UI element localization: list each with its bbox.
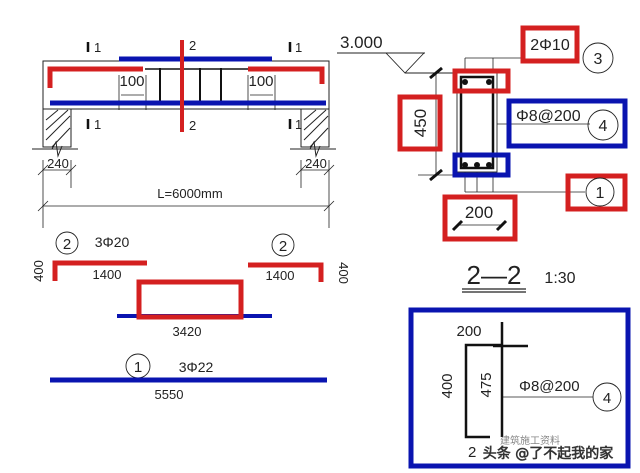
bar2-right-shape	[248, 262, 324, 282]
bar2-id-left: 2	[63, 236, 71, 253]
bar1-id-schedule: 1	[134, 359, 142, 376]
span-dims	[37, 160, 335, 228]
detail-height-inner: 475	[478, 372, 495, 397]
bar4-id: 4	[599, 118, 608, 135]
right-support	[290, 108, 336, 158]
section-title: 2—2	[467, 260, 522, 290]
bar2-marker-right	[271, 233, 295, 257]
beam-elevation: 100 100 1 1 1 1 2 2 240 240 L=6000mm	[32, 38, 336, 228]
right-red-bar	[248, 66, 325, 84]
bar3-marker	[582, 42, 614, 74]
stirrup-shape-bracket	[464, 343, 502, 439]
stirrups	[145, 68, 250, 102]
bar2-right-hook: 400	[336, 262, 351, 284]
left-support	[32, 108, 78, 158]
height-highlight	[397, 94, 443, 152]
detail-width: 200	[456, 323, 481, 340]
cut1-label-tl: 1	[94, 40, 101, 55]
dim-left-support: 100	[119, 73, 144, 90]
bar3420-highlight	[136, 279, 244, 320]
bar2-left-length: 1400	[93, 267, 122, 282]
bar1-spec: 3Φ22	[179, 359, 214, 375]
width-highlight	[442, 194, 518, 242]
stirrup-detail-highlight	[408, 307, 631, 469]
top-bar-label-highlight	[520, 25, 580, 64]
height-dim: 450	[397, 66, 460, 182]
stirrup-label-highlight	[506, 98, 628, 149]
wall-right-dim: 240	[305, 156, 327, 171]
stirrup-spec: Φ8@200	[516, 108, 581, 125]
detail-spec: Φ8@200	[519, 378, 580, 395]
bar2-id-right: 2	[279, 238, 287, 255]
bar1-marker	[585, 177, 615, 207]
leader-lines	[464, 57, 590, 193]
stirrup-detail: 200 400 475 Φ8@200 4 2	[408, 307, 631, 469]
watermark: 头条 @了不起我的家	[483, 445, 613, 462]
watermark-subtext: 建筑施工资料	[500, 434, 560, 447]
bars-dots	[462, 79, 492, 168]
bottom-bar-highlight	[452, 152, 511, 178]
detail-height-outer: 400	[439, 373, 456, 398]
left-red-bar	[47, 66, 143, 88]
bar2-spec: 3Φ20	[95, 234, 130, 250]
section-height: 450	[411, 109, 430, 137]
section-width: 200	[465, 203, 493, 222]
top-bar-spec: 2Φ10	[530, 37, 570, 54]
bar4-marker	[587, 109, 619, 141]
elevation-mark-value: 3.000	[340, 33, 383, 52]
bar1-id: 1	[596, 185, 605, 202]
cut2-label-bottom: 2	[189, 118, 196, 133]
cut1-label-bl: 1	[94, 117, 101, 132]
bar-schedule: 2 3Φ20 1400 400 2 1400 400 3420 1 3Φ22 5…	[31, 231, 351, 402]
span-dim: L=6000mm	[157, 186, 222, 201]
top-bar-highlight	[452, 68, 511, 94]
bar2-left-hook: 400	[31, 260, 46, 282]
bar1-id-highlight	[565, 173, 628, 212]
elevation-mark	[337, 52, 460, 74]
bar3420-length: 3420	[173, 324, 202, 339]
section-2-2: 3.000 450	[337, 25, 628, 293]
cut-marks	[86, 42, 292, 129]
cut1-label-br: 1	[295, 117, 302, 132]
section-scale: 1:30	[544, 270, 575, 287]
bar3-id: 3	[594, 51, 603, 68]
bar1-length: 5550	[155, 387, 184, 402]
detail-bottom-dim: 2	[468, 444, 476, 461]
detail-bar4-marker	[592, 382, 622, 412]
bar2-marker-left	[55, 231, 79, 255]
dim-right-support: 100	[248, 73, 273, 90]
wall-left-dim: 240	[47, 156, 69, 171]
cut1-label-tr: 1	[295, 40, 302, 55]
detail-bar4-id: 4	[603, 390, 611, 407]
cut2-label-top: 2	[189, 38, 196, 53]
bar2-right-length: 1400	[266, 268, 295, 283]
bar2-left-shape	[52, 260, 147, 281]
